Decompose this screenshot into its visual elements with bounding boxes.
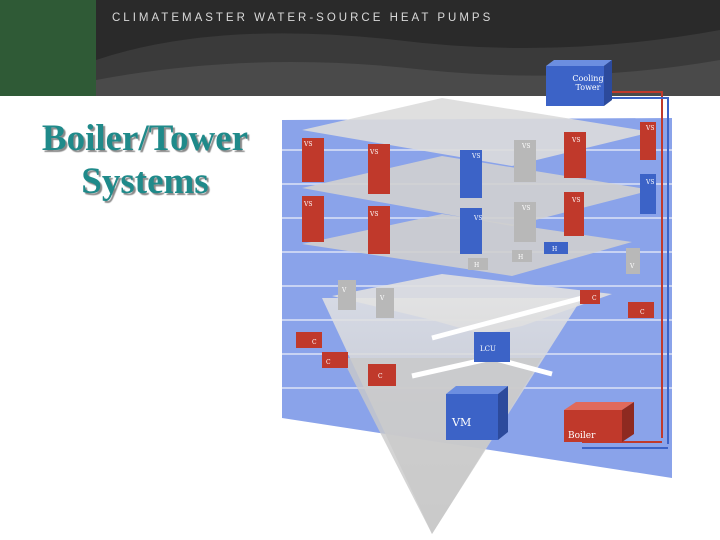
unit-v-1: V xyxy=(338,280,356,310)
boiler-label: Boiler xyxy=(568,431,596,441)
unit-vs-3: VS xyxy=(460,150,482,198)
slide-title: Boiler/Tower Systems xyxy=(14,118,276,204)
unit-vs-5: VS xyxy=(564,132,586,178)
svg-text:H: H xyxy=(474,262,479,269)
svg-text:C: C xyxy=(592,295,597,302)
svg-text:VS: VS xyxy=(521,205,530,212)
unit-c-3: C xyxy=(368,364,396,386)
cooling-tower-label-2: Tower xyxy=(576,83,601,92)
unit-v-3: V xyxy=(626,248,640,274)
unit-vs-9: VS xyxy=(460,208,482,254)
svg-text:VS: VS xyxy=(571,137,580,144)
svg-text:VS: VS xyxy=(369,149,378,156)
unit-vs-7: VS xyxy=(302,196,324,242)
unit-vs-4: VS xyxy=(514,140,536,182)
svg-text:VM: VM xyxy=(451,416,471,429)
svg-text:VS: VS xyxy=(473,215,482,222)
svg-text:VS: VS xyxy=(645,179,654,186)
unit-c-4: C xyxy=(580,290,600,304)
unit-vs-12: VS xyxy=(640,174,656,214)
svg-text:V: V xyxy=(379,295,385,302)
unit-vs-11: VS xyxy=(564,192,584,236)
svg-text:VS: VS xyxy=(571,197,580,204)
svg-text:C: C xyxy=(640,309,645,316)
unit-h-2: H xyxy=(512,250,532,262)
unit-vs-8: VS xyxy=(368,206,390,254)
svg-text:H: H xyxy=(518,254,523,261)
svg-text:VS: VS xyxy=(471,153,480,160)
cooling-tower: Cooling Tower xyxy=(546,60,612,106)
unit-vs-1: VS xyxy=(302,138,324,182)
svg-text:VS: VS xyxy=(303,141,312,148)
title-line-2: Systems xyxy=(81,160,209,202)
header-green-block xyxy=(0,0,96,96)
unit-vs-2: VS xyxy=(368,144,390,194)
unit-c-5: C xyxy=(628,302,654,318)
unit-c-2: C xyxy=(322,352,348,368)
svg-text:VS: VS xyxy=(521,143,530,150)
svg-text:VS: VS xyxy=(369,211,378,218)
unit-vm: VM xyxy=(446,386,508,440)
svg-text:C: C xyxy=(312,339,317,346)
svg-text:LCU: LCU xyxy=(480,345,496,353)
unit-h-1: H xyxy=(468,258,488,270)
unit-v-2: V xyxy=(376,288,394,318)
title-line-1: Boiler/Tower xyxy=(41,118,249,159)
svg-text:V: V xyxy=(629,263,635,270)
unit-vs-6: VS xyxy=(640,122,656,160)
svg-text:V: V xyxy=(341,287,347,294)
svg-text:H: H xyxy=(552,246,557,253)
unit-h-3: H xyxy=(544,242,568,254)
svg-text:VS: VS xyxy=(303,201,312,208)
svg-text:C: C xyxy=(326,359,331,366)
boiler: Boiler xyxy=(564,402,634,442)
brand-text: CLIMATEMASTER WATER-SOURCE HEAT PUMPS xyxy=(112,12,494,24)
building-diagram: Cooling Tower VS VS VS VS VS VS VS VS VS… xyxy=(282,60,672,534)
svg-text:VS: VS xyxy=(645,125,654,132)
unit-vs-10: VS xyxy=(514,202,536,242)
svg-text:C: C xyxy=(378,373,383,380)
unit-c-1: C xyxy=(296,332,322,348)
cooling-tower-label-1: Cooling xyxy=(572,74,603,83)
unit-lcu: LCU xyxy=(474,332,510,362)
